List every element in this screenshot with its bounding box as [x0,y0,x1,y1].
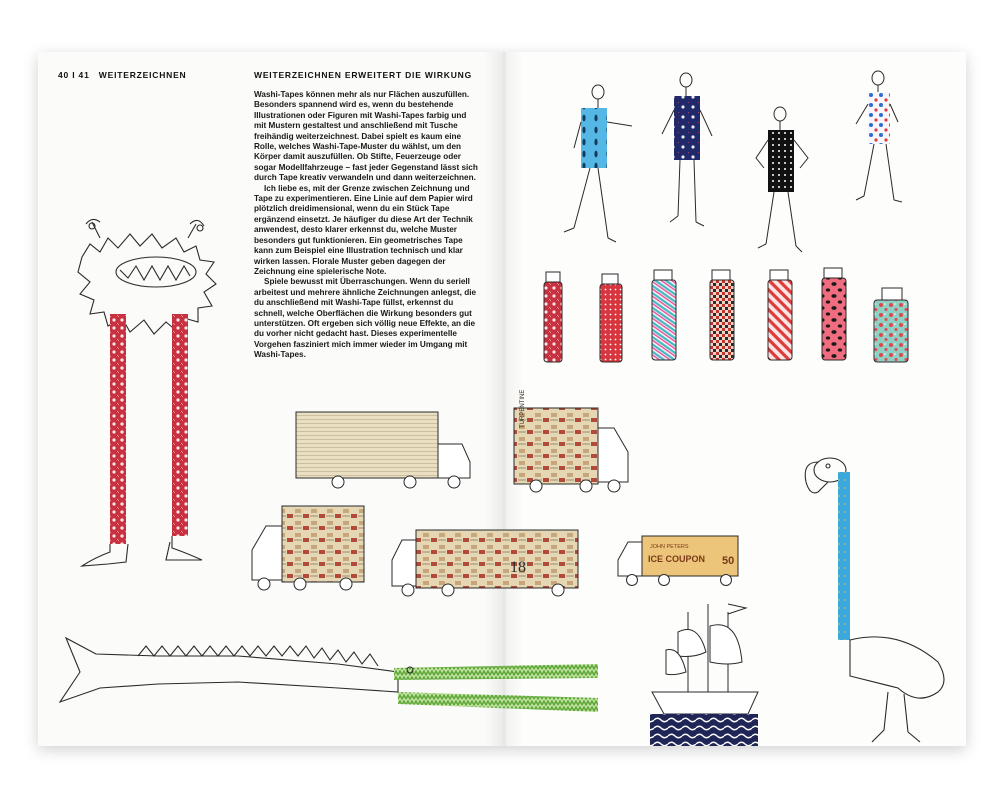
fish-illustration [58,636,598,712]
figure-blue-leaf-dress [563,84,633,243]
lighter-pink-leopard [821,267,847,361]
lighter-check-pattern [709,269,735,361]
page-numbers: 40 I 41 [58,70,90,80]
ship-illustration [650,603,759,746]
ice-coupon-text: ICE COUPON [648,554,705,564]
truck-ice-coupon: JOHN PETERS ICE COUPON 50 [617,535,739,586]
coupon-value-text: 50 [722,555,734,567]
truck-vintage-label [251,505,365,591]
ticket-number-text: 18 [510,559,526,576]
page-folio: 40 I 41 WEITERZEICHNEN [58,70,192,80]
figure-polka-dot-dress [855,70,903,203]
john-peters-text: JOHN PETERS [650,544,689,550]
article-heading: WEITERZEICHNEN ERWEITERT DIE WIRKUNG [254,70,473,80]
fashion-figures [563,70,903,253]
illustrations-layer: TURPENTINE 18 [58,70,945,746]
paragraph-3: Spiele bewusst mit Überraschungen. Wenn … [254,277,477,360]
trucks-group: TURPENTINE 18 [251,390,739,597]
turpentine-text: TURPENTINE [520,390,526,428]
book-spread: 40 I 41 WEITERZEICHNEN WEITERZEICHNEN ER… [38,52,966,746]
truck-ledger-paper [295,411,471,489]
paragraph-1: Washi-Tapes können mehr als nur Flächen … [254,90,478,183]
truck-turpentine-labels: TURPENTINE [513,390,629,493]
figure-navy-floral-dress [661,72,713,227]
section-title: WEITERZEICHNEN [98,70,187,80]
flamingo-illustration [804,457,945,743]
lighters-row [543,267,909,363]
lighter-turquoise-stripes [651,269,677,361]
right-page [502,52,966,746]
figure-black-dotted-dress [755,106,809,253]
monster-illustration [77,218,217,567]
lighter-red-diagonal [767,269,793,361]
lighter-red-floral [543,271,563,363]
truck-ticket-collage: 18 [391,529,579,597]
lighter-mint-floral [873,287,909,363]
lighter-red-dots [599,273,623,363]
article-body: Washi-Tapes können mehr als nur Flächen … [254,90,478,361]
book-gutter [484,52,524,746]
paragraph-2: Ich liebe es, mit der Grenze zwischen Ze… [254,183,473,276]
